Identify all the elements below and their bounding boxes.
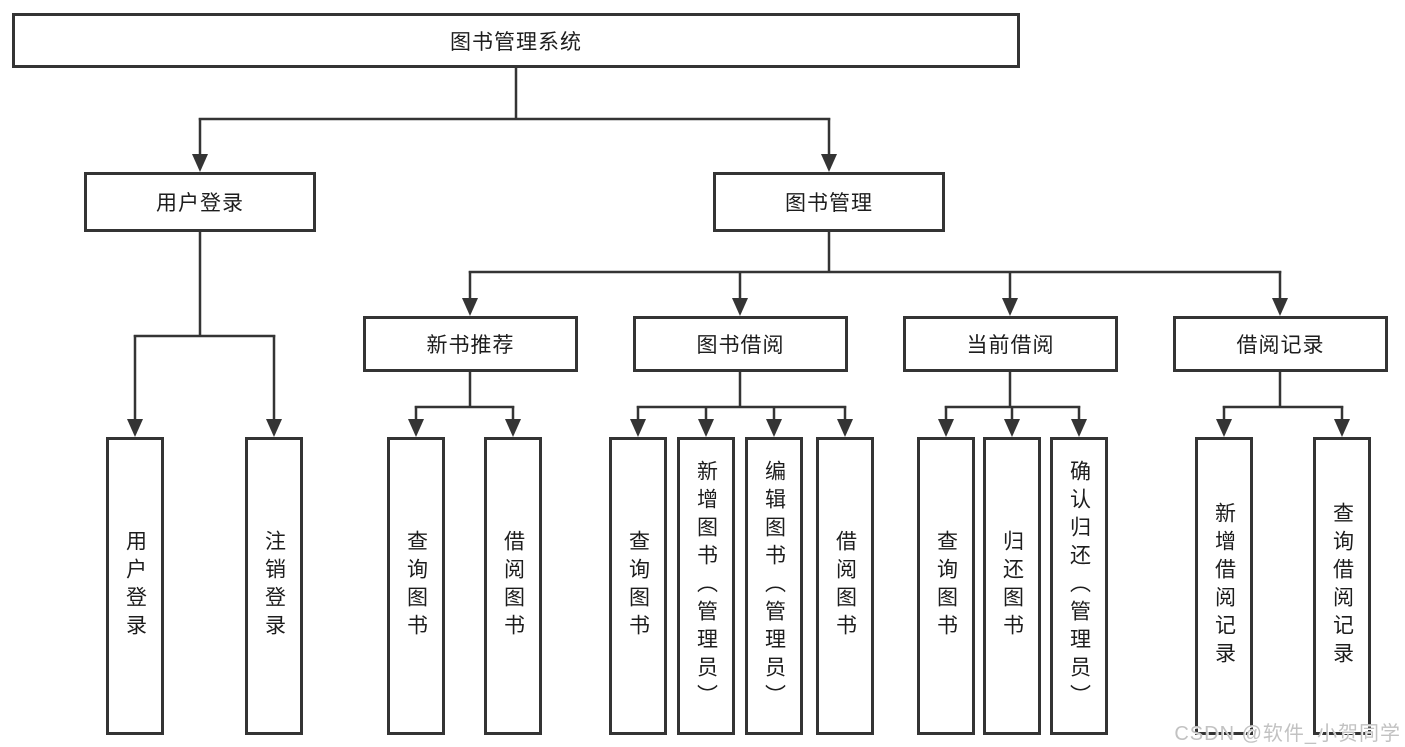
node-user-login: 用户登录 — [84, 172, 316, 232]
node-label: 借阅图书 — [501, 530, 525, 642]
edge-user-login-to-leaves — [127, 231, 282, 437]
node-leaf-edit-books-admin: 编辑图书（管理员） — [745, 437, 803, 735]
node-book-borrowing: 图书借阅 — [633, 316, 848, 372]
edge-book-management-to-level3 — [462, 231, 1288, 316]
node-label: 归还图书 — [1000, 530, 1024, 642]
edge-root-to-level2 — [192, 67, 837, 172]
node-label: 用户登录 — [156, 192, 244, 215]
node-label: 新增借阅记录 — [1212, 502, 1236, 670]
node-current-borrowing: 当前借阅 — [903, 316, 1118, 372]
edge-borrowing-records-to-leaves — [1216, 371, 1350, 437]
node-leaf-query-borrowing-record: 查询借阅记录 — [1313, 437, 1371, 735]
node-book-management: 图书管理 — [713, 172, 945, 232]
node-label: 查询图书 — [934, 530, 958, 642]
node-leaf-query-books-borrowing: 查询图书 — [609, 437, 667, 735]
node-library-management-system: 图书管理系统 — [12, 13, 1020, 68]
node-label: 新书推荐 — [426, 334, 515, 357]
node-label: 查询借阅记录 — [1330, 502, 1354, 670]
node-label: 编辑图书（管理员） — [762, 460, 786, 712]
node-leaf-add-books-admin: 新增图书（管理员） — [677, 437, 735, 735]
node-new-book-recommendation: 新书推荐 — [363, 316, 578, 372]
node-label: 确认归还（管理员） — [1067, 460, 1091, 712]
node-borrowing-records: 借阅记录 — [1173, 316, 1388, 372]
node-label: 查询图书 — [404, 530, 428, 642]
node-label: 查询图书 — [626, 530, 650, 642]
node-leaf-confirm-return-admin: 确认归还（管理员） — [1050, 437, 1108, 735]
node-leaf-add-borrowing-record: 新增借阅记录 — [1195, 437, 1253, 735]
edge-new-book-recommendation-to-leaves — [408, 371, 521, 437]
node-leaf-query-books-current: 查询图书 — [917, 437, 975, 735]
node-label: 当前借阅 — [966, 334, 1055, 357]
csdn-watermark: CSDN @软件_小贺同学 — [1174, 723, 1401, 745]
edge-current-borrowing-to-leaves — [938, 371, 1087, 437]
node-label: 注销登录 — [262, 530, 286, 642]
node-label: 借阅记录 — [1236, 334, 1325, 357]
node-label: 图书借阅 — [696, 334, 785, 357]
node-leaf-borrow-books: 借阅图书 — [816, 437, 874, 735]
node-leaf-borrow-books-recommend: 借阅图书 — [484, 437, 542, 735]
node-leaf-user-login: 用户登录 — [106, 437, 164, 735]
node-label: 图书管理系统 — [450, 30, 582, 54]
node-label: 用户登录 — [123, 530, 147, 642]
node-leaf-return-books: 归还图书 — [983, 437, 1041, 735]
edge-book-borrowing-to-leaves — [630, 371, 853, 437]
node-label: 图书管理 — [785, 192, 873, 215]
node-label: 新增图书（管理员） — [694, 460, 718, 712]
node-leaf-query-books-recommend: 查询图书 — [387, 437, 445, 735]
node-label: 借阅图书 — [833, 530, 857, 642]
node-leaf-logout: 注销登录 — [245, 437, 303, 735]
